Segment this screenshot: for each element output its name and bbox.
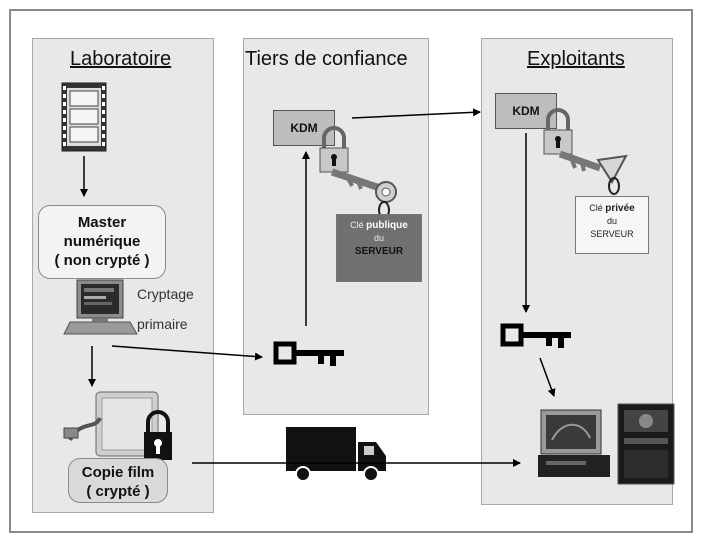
cle-privee-prefix: Clé	[589, 203, 603, 213]
cle-privee-highlight: privée	[605, 203, 635, 214]
title-exploitants: Exploitants	[527, 48, 625, 70]
cle-publique-highlight: publique	[366, 220, 408, 231]
cle-privee-note: Clé privée du SERVEUR	[575, 196, 649, 254]
cle-publique-prefix: Clé	[350, 220, 364, 230]
copie-line2: ( crypté )	[86, 483, 150, 500]
master-line3: ( non crypté )	[54, 252, 150, 269]
cle-publique-note: Clé publique du SERVEUR	[336, 214, 422, 282]
copie-film-box: Copie film ( crypté )	[68, 458, 168, 503]
title-tiers-de-confiance: Tiers de confiance	[245, 48, 408, 70]
master-numerique-box: Master numérique ( non crypté )	[38, 205, 166, 279]
cle-privee-line3: SERVEUR	[590, 229, 634, 239]
master-line2: numérique	[63, 233, 141, 250]
cle-publique-line3: SERVEUR	[354, 246, 404, 257]
cle-privee-line2: du	[606, 216, 617, 226]
cryptage-line1: Cryptage	[137, 286, 194, 302]
cryptage-line2: primaire	[137, 316, 188, 332]
cle-publique-line2: du	[373, 233, 384, 243]
copie-line1: Copie film	[81, 464, 155, 481]
title-laboratoire: Laboratoire	[70, 48, 172, 70]
master-line1: Master	[77, 214, 127, 231]
